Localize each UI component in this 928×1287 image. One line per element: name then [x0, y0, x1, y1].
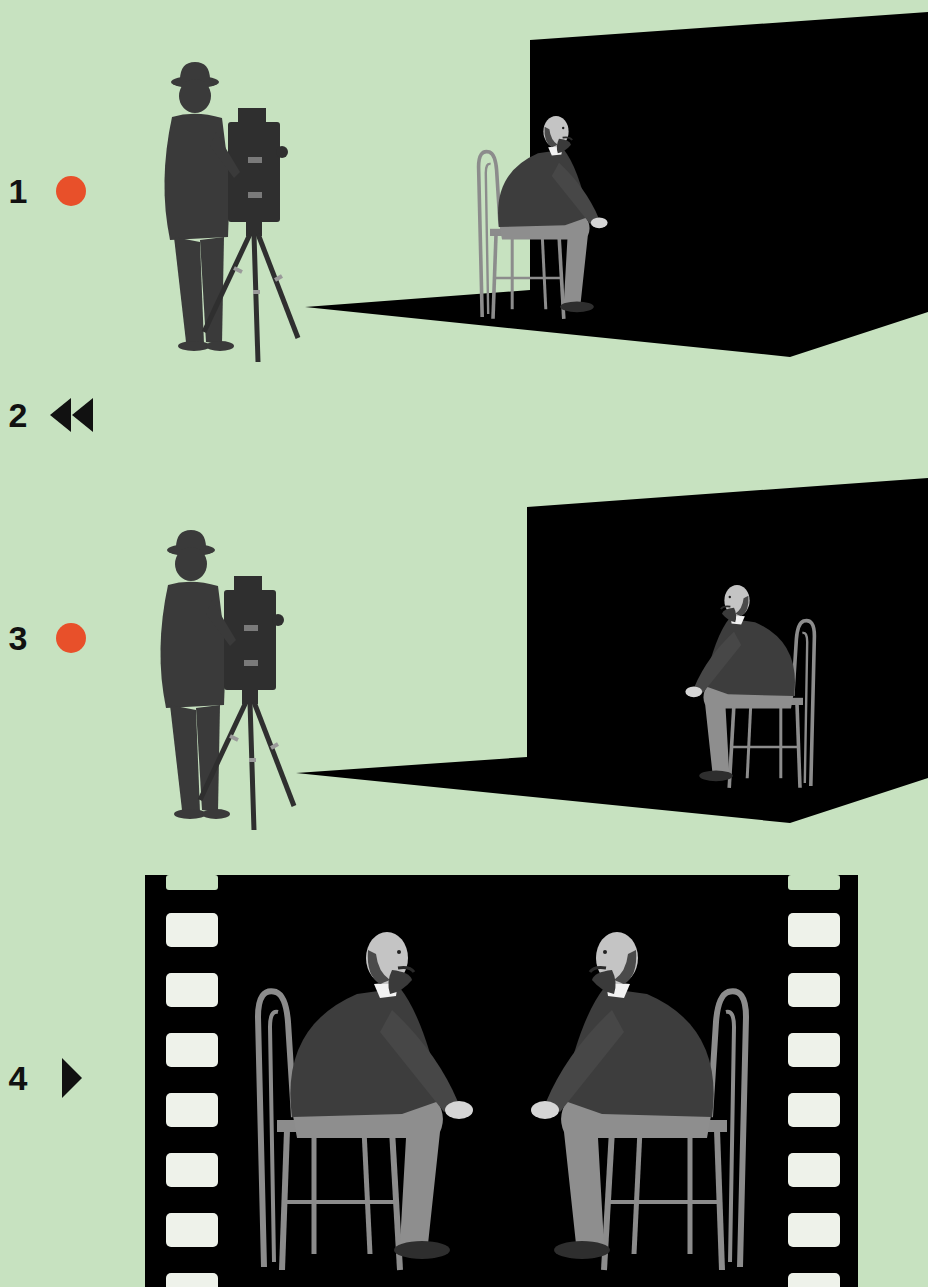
black-backdrop	[305, 12, 928, 357]
seated-man	[685, 585, 814, 788]
rewind-symbol	[72, 398, 93, 432]
seated-man	[531, 932, 746, 1270]
seated-man	[479, 116, 608, 319]
camera-operator	[164, 62, 298, 362]
step-number: 1	[3, 171, 33, 211]
step-number: 3	[3, 618, 33, 658]
record-symbol	[56, 176, 86, 206]
black-backdrop	[296, 478, 928, 823]
film-strip	[145, 875, 858, 1287]
camera-operator	[160, 530, 294, 830]
play-symbol	[62, 1058, 82, 1098]
step-number: 2	[3, 395, 33, 435]
record-symbol	[56, 623, 86, 653]
seated-man	[258, 932, 473, 1270]
rewind-symbol	[50, 398, 71, 432]
step-number: 4	[3, 1058, 33, 1098]
